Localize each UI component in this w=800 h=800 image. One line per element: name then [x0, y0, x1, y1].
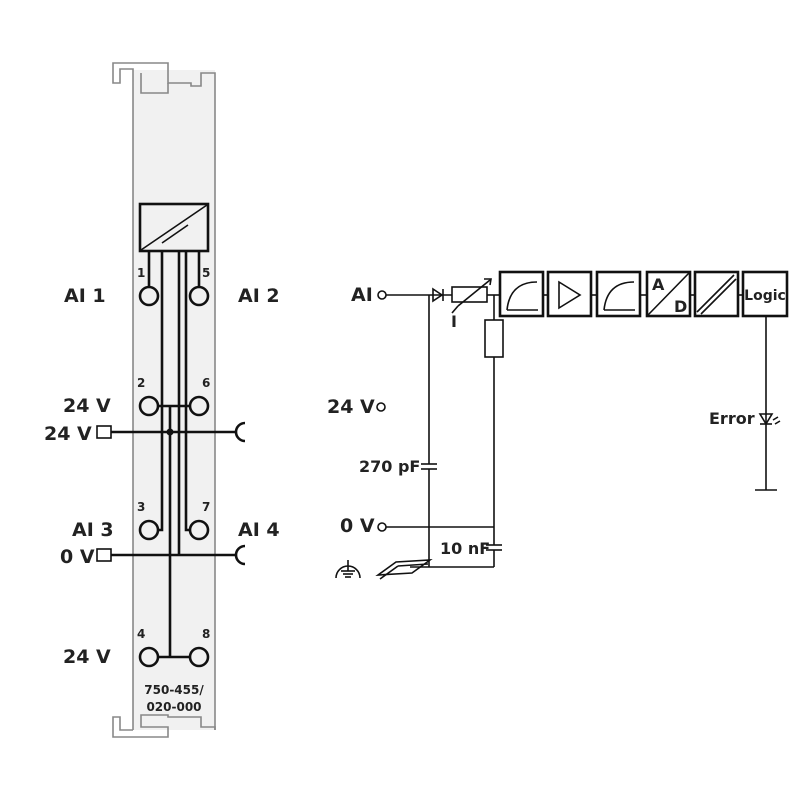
terminal-5[interactable] [188, 285, 210, 307]
label-ai4: AI 4 [238, 519, 280, 541]
terminal-number: 3 [137, 500, 145, 514]
bus-connector-0v [96, 548, 112, 562]
filter-block [595, 270, 642, 318]
logic-block [741, 270, 789, 318]
signal-chain: A D Logic Error [498, 270, 789, 491]
filter-curve-icon [506, 281, 538, 311]
terminal-number: 6 [202, 376, 210, 390]
adc-a-label: A [652, 275, 665, 294]
earth-ground-icon [335, 560, 361, 579]
terminal-number: 1 [137, 266, 145, 280]
terminal-points [138, 285, 210, 668]
terminal-number: 4 [137, 627, 145, 641]
shunt-resistor-icon [484, 319, 504, 358]
amplifier-icon [558, 280, 582, 310]
adc-d-label: D [674, 297, 687, 316]
circuit-label-24v: 24 V [327, 396, 375, 418]
error-led-icon [758, 413, 781, 426]
terminal-numbers: 1 5 2 6 3 7 4 8 [137, 266, 210, 641]
adc-block [645, 270, 692, 318]
terminal-number: 5 [202, 266, 210, 280]
current-label: I [451, 312, 457, 331]
filter-curve-icon [603, 281, 635, 311]
diode-icon [432, 287, 444, 303]
label-24v-terminal: 24 V [63, 395, 111, 417]
terminal-6[interactable] [188, 395, 210, 417]
bus-contact-0v [234, 544, 246, 566]
bus-contact-24v [234, 421, 246, 443]
label-ai2: AI 2 [238, 285, 280, 307]
circuit-label-0v: 0 V [340, 515, 375, 537]
terminal-8[interactable] [188, 646, 210, 668]
din-rail-icon [375, 559, 433, 580]
isolation-block [693, 270, 740, 318]
label-24v-bus: 24 V [44, 423, 92, 445]
terminal-module [112, 62, 216, 738]
label-ai1: AI 1 [64, 285, 106, 307]
terminal-number: 2 [137, 376, 145, 390]
terminal-1[interactable] [138, 285, 160, 307]
terminal-3[interactable] [138, 519, 160, 541]
part-number-line1: 750-455/ [144, 683, 204, 697]
label-24v-bottom: 24 V [63, 646, 111, 668]
label-ai3: AI 3 [72, 519, 114, 541]
ptc-resistor-icon [451, 278, 492, 314]
terminal-number: 7 [202, 500, 210, 514]
lowpass-filter-block [498, 270, 545, 318]
terminal-number: 8 [202, 627, 210, 641]
internal-wiring [96, 251, 246, 659]
input-circuit: AI I 270 pF 10 nF 24 V [327, 278, 504, 580]
logic-label: Logic [744, 288, 786, 304]
terminal-2[interactable] [138, 395, 160, 417]
bus-connector-24v [96, 425, 112, 439]
cap1-label: 270 pF [359, 457, 420, 476]
circuit-label-ai: AI [351, 284, 373, 306]
part-number-line2: 020-000 [146, 700, 201, 714]
amplifier-block [546, 270, 593, 318]
terminal-7[interactable] [188, 519, 210, 541]
label-0v-bus: 0 V [60, 546, 95, 568]
terminal-4[interactable] [138, 646, 160, 668]
cap2-label: 10 nF [440, 539, 490, 558]
capacitor-270pf-icon [421, 463, 437, 470]
isolation-converter-symbol [138, 202, 210, 253]
error-label: Error [709, 409, 755, 428]
